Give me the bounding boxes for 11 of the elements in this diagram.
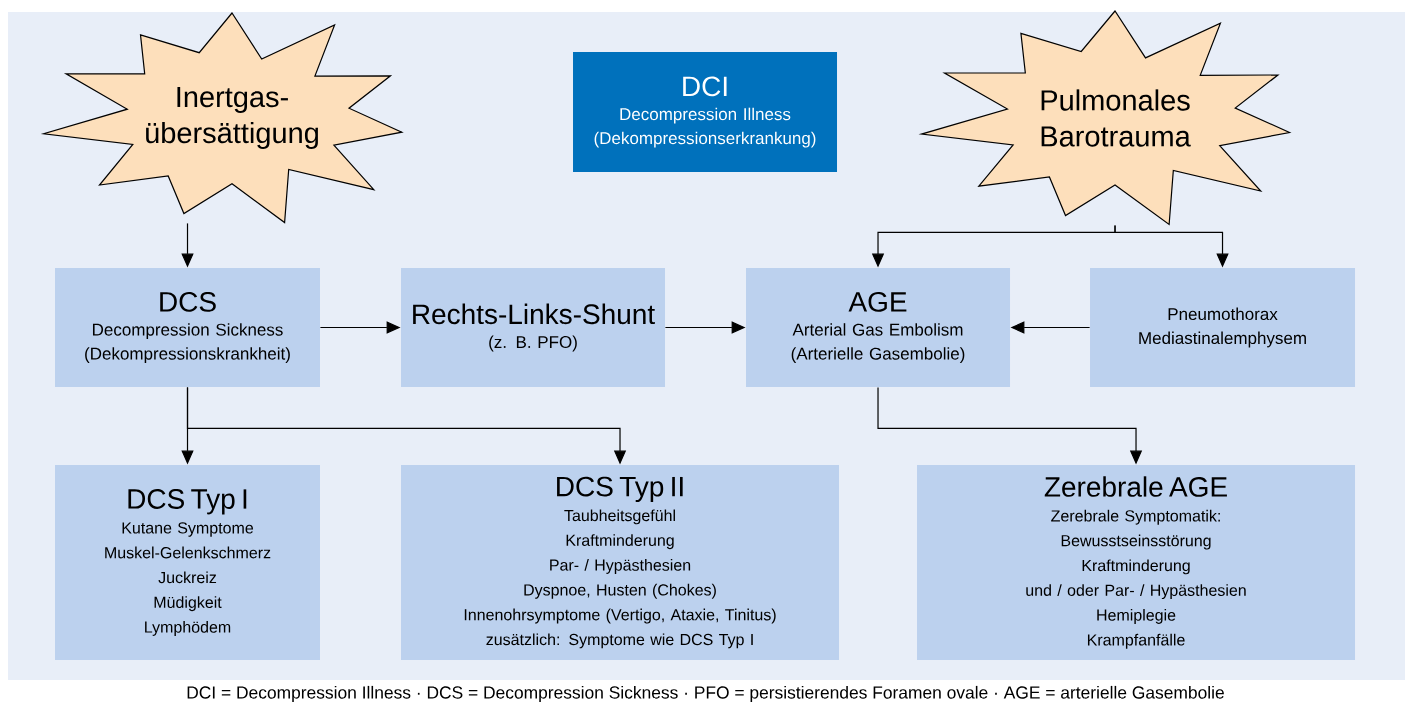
- process-box: Zerebrale AGE Zerebrale Symptomatik: Bewusstseinsstörung Kraftminderung und / oder Par- / Hypästhesien Hemiplegie Krampfanfälle: [917, 465, 1355, 660]
- process-box: DCS Decompression Sickness (Dekompressionskrankheit): [55, 268, 320, 387]
- process-box: Pneumothorax Mediastinalemphysem: [1090, 268, 1355, 387]
- process-box: Rechts-Links-Shunt (z. B. PFO): [401, 268, 665, 387]
- process-box: DCS Typ I Kutane Symptome Muskel-Gelenkschmerz Juckreiz Müdigkeit Lymphödem: [55, 465, 320, 660]
- title-box: DCI Decompression Illness (Dekompressionserkrankung): [573, 52, 837, 172]
- process-box: DCS Typ II Taubheitsgefühl Kraftminderung Par- / Hypästhesien Dyspnoe, Husten (Chokes) Innenohrsymptome (Vertigo, Ataxie, Tinitus) zusätzlich: Symptome wie DCS Typ I: [401, 465, 839, 660]
- starburst: Inertgas- übersättigung: [40, 12, 404, 224]
- process-box: AGE Arterial Gas Embolism (Arterielle Gasembolie): [746, 268, 1010, 387]
- footnote: DCI = Decompression Illness · DCS = Decompression Sickness · PFO = persistierendes Foramen ovale · AGE = arterielle Gasembolie: [187, 685, 1224, 703]
- starburst: Pulmonales Barotrauma: [918, 10, 1292, 226]
